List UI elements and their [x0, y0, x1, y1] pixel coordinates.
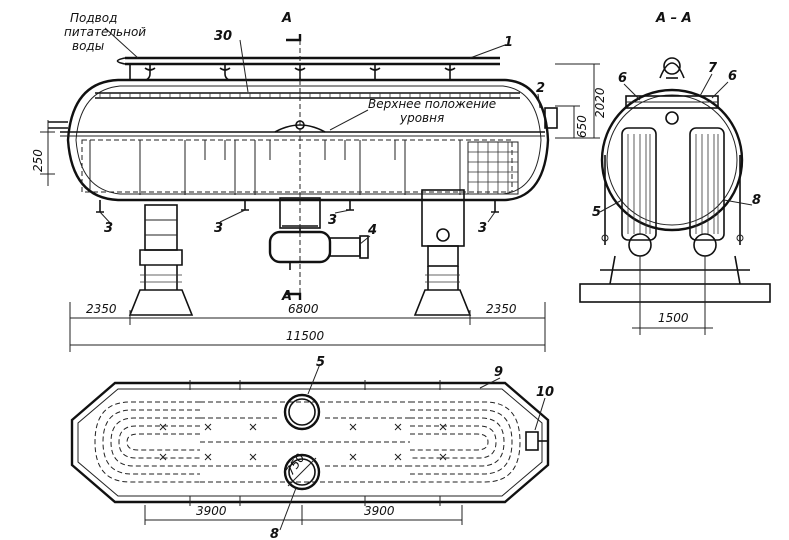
lower-manhole: [283, 453, 321, 491]
callout-8: 8: [752, 193, 761, 208]
feed-water-label-3: воды: [72, 39, 104, 53]
section-view: [579, 57, 771, 335]
section-shell: [600, 88, 744, 232]
coil-left: [94, 401, 200, 483]
upper-level-label-2: уровня: [399, 111, 444, 125]
left-support: [128, 204, 194, 316]
section-mark-top: А: [281, 11, 292, 26]
vessel-shell: [66, 78, 550, 202]
callout-6-a: 6: [618, 71, 627, 86]
dim-1500: 1500: [658, 311, 689, 325]
feed-water-label-1: Подвод: [70, 11, 117, 25]
callout-5: 5: [592, 205, 601, 220]
upper-level-label-1: Верхнее положение: [368, 97, 496, 111]
tube-bundles: [89, 140, 461, 195]
leader-lines: [99, 27, 541, 245]
upper-manhole: [283, 393, 321, 431]
callout-8-plan: 8: [270, 527, 279, 540]
plan-view: [70, 363, 550, 531]
dim-2350-left: 2350: [86, 302, 117, 316]
left-tube-bundle: [621, 127, 657, 241]
callout-9: 9: [494, 365, 503, 380]
dim-650: 650: [575, 115, 589, 138]
dim-11500: 11500: [286, 329, 325, 343]
callout-30: 30: [214, 29, 232, 44]
right-tube-bundle: [689, 127, 725, 241]
dim-3900-left: 3900: [196, 504, 227, 518]
front-dimensions: [40, 63, 600, 352]
section-title: А – А: [655, 11, 692, 26]
callout-6-b: 6: [728, 69, 737, 84]
section-mark-bottom: А: [281, 289, 292, 304]
plan-outline: [70, 381, 550, 504]
callout-7: 7: [708, 61, 718, 76]
callout-10: 10: [536, 385, 554, 400]
dim-3900-right: 3900: [364, 504, 395, 518]
drain-nozzles: [96, 200, 499, 213]
callout-5-plan: 5: [316, 355, 325, 370]
dim-2350-right: 2350: [486, 302, 517, 316]
coil-right: [410, 401, 521, 483]
right-support: [413, 189, 472, 316]
dim-6800: 6800: [288, 302, 319, 316]
front-elevation: [48, 27, 558, 316]
callout-3-a: 3: [104, 221, 113, 236]
dim-2020: 2020: [593, 87, 607, 118]
dim-250: 250: [31, 149, 45, 172]
callout-2: 2: [536, 81, 545, 96]
feed-water-label-2: питательной: [64, 25, 146, 39]
callout-3-c: 3: [328, 213, 337, 228]
callout-1: 1: [504, 35, 513, 50]
callout-4: 4: [367, 223, 377, 238]
callout-3-b: 3: [214, 221, 223, 236]
callout-3-d: 3: [478, 221, 487, 236]
